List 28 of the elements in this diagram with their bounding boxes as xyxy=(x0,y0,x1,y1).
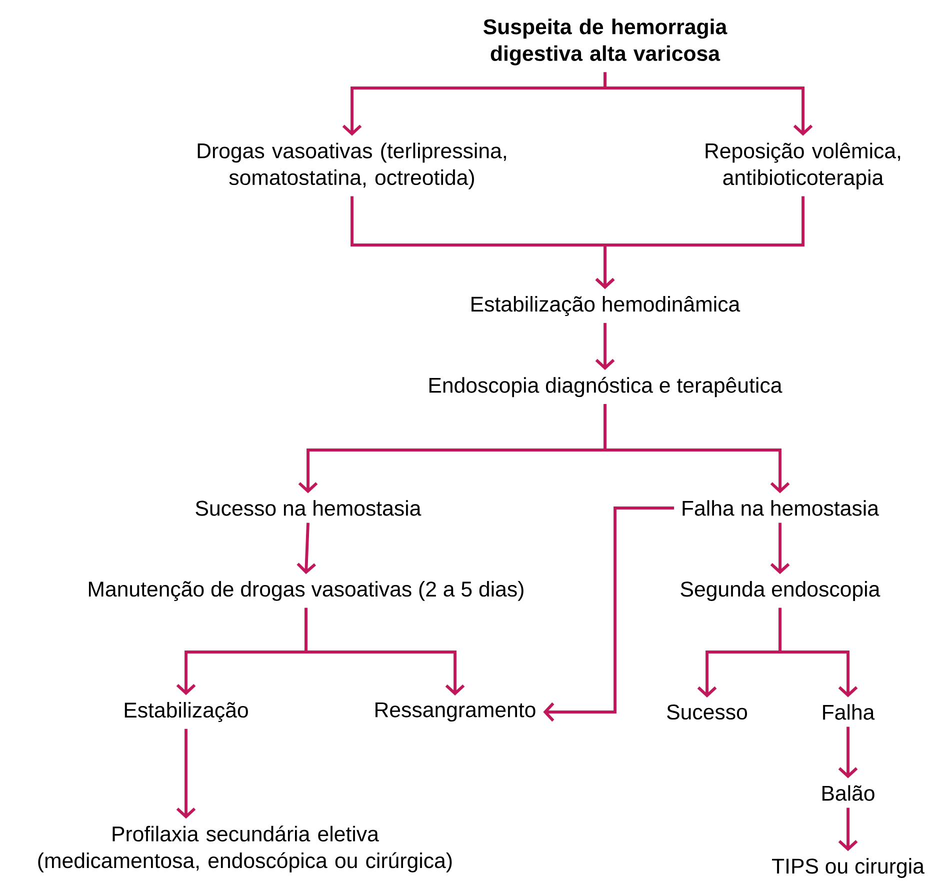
step-text: Sucesso na hemostasia xyxy=(196,500,422,516)
step-text: Ressangramento xyxy=(376,702,536,722)
step-text: Manutenção de drogas vasoativas (2 a 5 dias) xyxy=(88,581,524,601)
arrow xyxy=(838,726,858,778)
step-text: Endoscopia diagnóstica e terapêutica xyxy=(429,376,782,398)
step-text: Falha xyxy=(823,704,875,720)
arrow xyxy=(604,72,813,136)
arrow xyxy=(296,522,316,574)
step-text: Balão xyxy=(822,785,874,801)
arrow xyxy=(595,322,615,370)
step-text: Profilaxia secundária eletiva (medicamentosa, endoscópica ou cirúrgica) xyxy=(38,826,452,872)
step-text: Estabilização hemodinâmica xyxy=(472,296,740,316)
arrow xyxy=(176,728,196,819)
title-text: Suspeita de hemorragia digestiva alta varicosa xyxy=(484,18,728,66)
arrow xyxy=(543,506,674,722)
step-text: Falha na hemostasia xyxy=(682,500,879,516)
step-text: TIPS ou cirurgia xyxy=(772,858,924,878)
arrow xyxy=(770,522,790,574)
step-text: Segunda endoscopia xyxy=(680,581,880,601)
arrow xyxy=(304,608,465,696)
step-text: Reposição volêmica, antibioticoterapia xyxy=(706,142,900,190)
arrow xyxy=(778,608,858,698)
arrow xyxy=(838,808,858,852)
arrow xyxy=(595,196,804,290)
arrow xyxy=(604,404,790,494)
step-text: Estabilização xyxy=(124,702,248,722)
step-text: Drogas vasoativas (terlipressina, somatostatina, octreotida) xyxy=(198,142,506,190)
step-text: Sucesso xyxy=(667,704,747,720)
